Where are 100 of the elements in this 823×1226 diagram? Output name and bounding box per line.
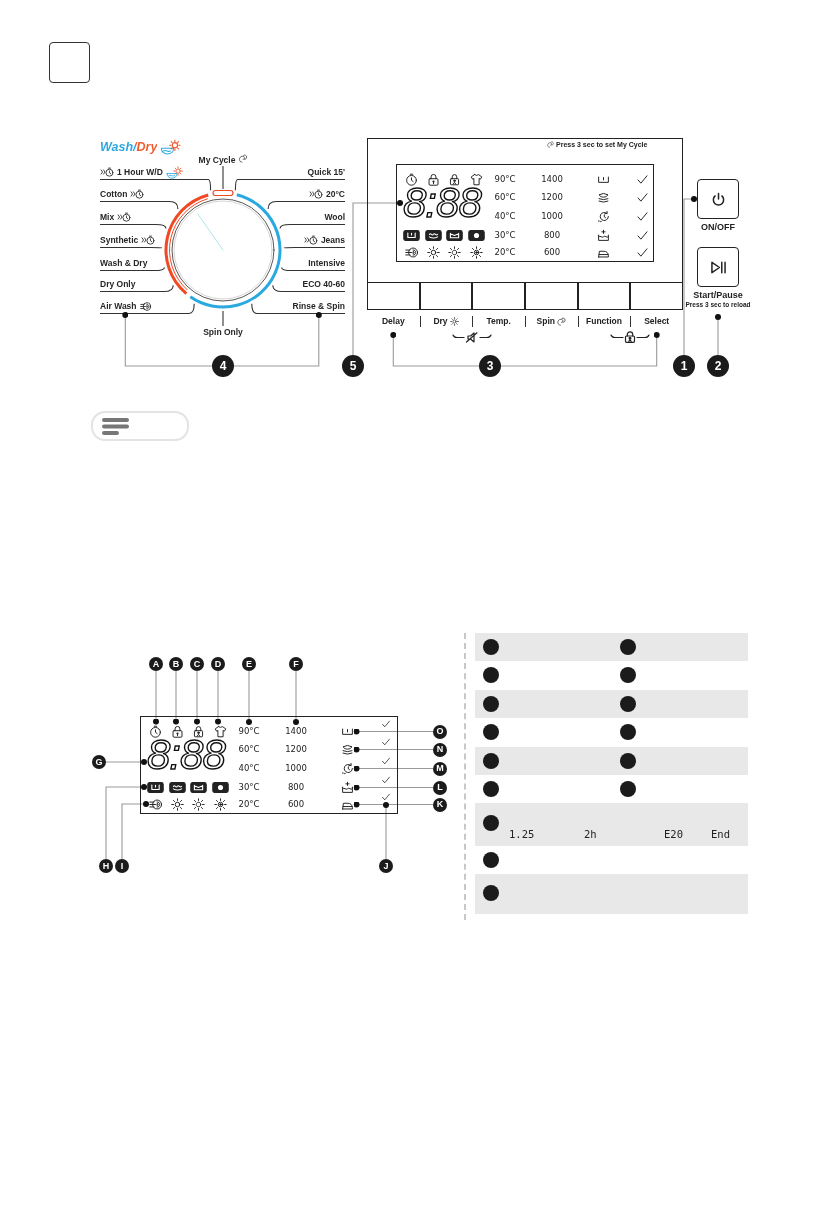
display-text: 1200 — [541, 191, 563, 203]
display-code: 1.25 — [509, 828, 535, 840]
leader-line — [715, 313, 721, 356]
leader-line — [173, 670, 179, 726]
leader-line — [293, 670, 299, 726]
leader-line — [233, 311, 322, 367]
leader-line — [352, 728, 434, 735]
shirt-icon — [213, 724, 227, 738]
display-text: 600 — [287, 798, 305, 810]
callout-number: 3 — [479, 355, 501, 377]
display-text: 30°C — [494, 229, 516, 241]
display-text: 1000 — [285, 762, 307, 774]
leader-line — [99, 223, 167, 229]
callout-letter: M — [433, 761, 447, 776]
leader-line — [234, 178, 346, 191]
circular-arrow-icon — [340, 761, 354, 775]
program-label: Spin Only — [203, 326, 243, 338]
callout-number: 2 — [707, 355, 729, 377]
leader-line — [153, 670, 159, 726]
callout-letter: B — [169, 657, 183, 671]
callout-letter: O — [433, 724, 447, 739]
leader-line — [383, 801, 389, 860]
callout-letter: K — [433, 797, 447, 812]
lcd-display — [396, 164, 654, 262]
button-label: Select — [644, 315, 670, 327]
leader-line — [99, 246, 163, 249]
leader-line — [99, 303, 195, 315]
lock-icon — [170, 724, 184, 738]
lcd-display — [140, 716, 398, 814]
leader-line — [99, 266, 166, 272]
display-text: 1200 — [285, 743, 307, 755]
display-text: 60°C — [494, 191, 516, 203]
button-label: Start/Pause — [693, 290, 743, 301]
program-label: Synthetic — [100, 234, 139, 246]
leader-line — [251, 303, 346, 315]
program-label: Rinse & Spin — [292, 300, 345, 312]
leader-line — [105, 784, 148, 860]
callout-number: 4 — [212, 355, 234, 377]
program-label: Quick 15' — [307, 166, 345, 178]
leader-line — [283, 246, 346, 249]
leader-line — [222, 165, 224, 190]
leader-line — [279, 223, 346, 229]
button-label: ON/OFF — [701, 222, 735, 233]
display-text: 20°C — [494, 246, 516, 258]
callout-letter: A — [149, 657, 163, 671]
heading: Wash/Dry — [100, 139, 158, 155]
leader-line — [122, 311, 213, 367]
leader-line — [99, 200, 179, 210]
program-label: Cotton — [100, 188, 128, 200]
callout-letter: F — [289, 657, 303, 671]
program-label: ECO 40-60 — [302, 278, 345, 290]
digit-readout: 8:88 — [147, 736, 225, 774]
display-code: E20 — [664, 828, 683, 840]
program-label: My Cycle — [198, 154, 236, 166]
display-text: 40°C — [494, 210, 516, 222]
leader-line — [272, 284, 346, 293]
child-lock-icon — [191, 724, 205, 738]
leader-line — [99, 284, 174, 293]
program-label: Intensive — [308, 257, 345, 269]
program-label: 20°C — [326, 188, 345, 200]
display-text: 90°C — [494, 173, 516, 185]
callout-number: 1 — [673, 355, 695, 377]
callout-letter: H — [99, 859, 113, 873]
leader-line — [352, 801, 434, 808]
basin-tile-icon — [147, 781, 164, 793]
display-text: 60°C — [238, 743, 260, 755]
display-code: End — [711, 828, 730, 840]
leader-line — [352, 746, 434, 753]
callout-letter: L — [433, 780, 447, 795]
leader-line — [683, 196, 698, 356]
display-text: 90°C — [238, 725, 260, 737]
callout-letter: E — [242, 657, 256, 671]
leader-line — [280, 266, 346, 272]
leader-line — [267, 200, 346, 210]
button-label: Delay — [382, 315, 405, 327]
leader-line — [352, 784, 434, 791]
callout-number: 5 — [342, 355, 364, 377]
leader-line — [500, 331, 660, 367]
timer-icon — [149, 724, 162, 738]
button-label: Dry — [433, 315, 448, 327]
button-label: Spin — [536, 315, 556, 327]
display-text: 800 — [543, 229, 561, 241]
leader-line — [222, 310, 224, 327]
display-text: 800 — [287, 781, 305, 793]
callout-letter: G — [92, 755, 106, 769]
button-label: Function — [586, 315, 622, 327]
leader-line — [105, 759, 148, 765]
check-icon — [381, 792, 391, 802]
program-label: 1 Hour W/D — [117, 166, 163, 178]
display-text: 600 — [543, 246, 561, 258]
callout-letter: C — [190, 657, 204, 671]
leader-line — [390, 331, 480, 367]
air-wash-icon — [149, 797, 162, 811]
display-text: 30°C — [238, 781, 260, 793]
leader-line — [194, 670, 200, 726]
display-text: 20°C — [238, 798, 260, 810]
program-label: Mix — [100, 211, 115, 223]
program-label: Jeans — [320, 234, 345, 246]
callout-letter: I — [115, 859, 129, 873]
callout-letter: J — [379, 859, 393, 873]
